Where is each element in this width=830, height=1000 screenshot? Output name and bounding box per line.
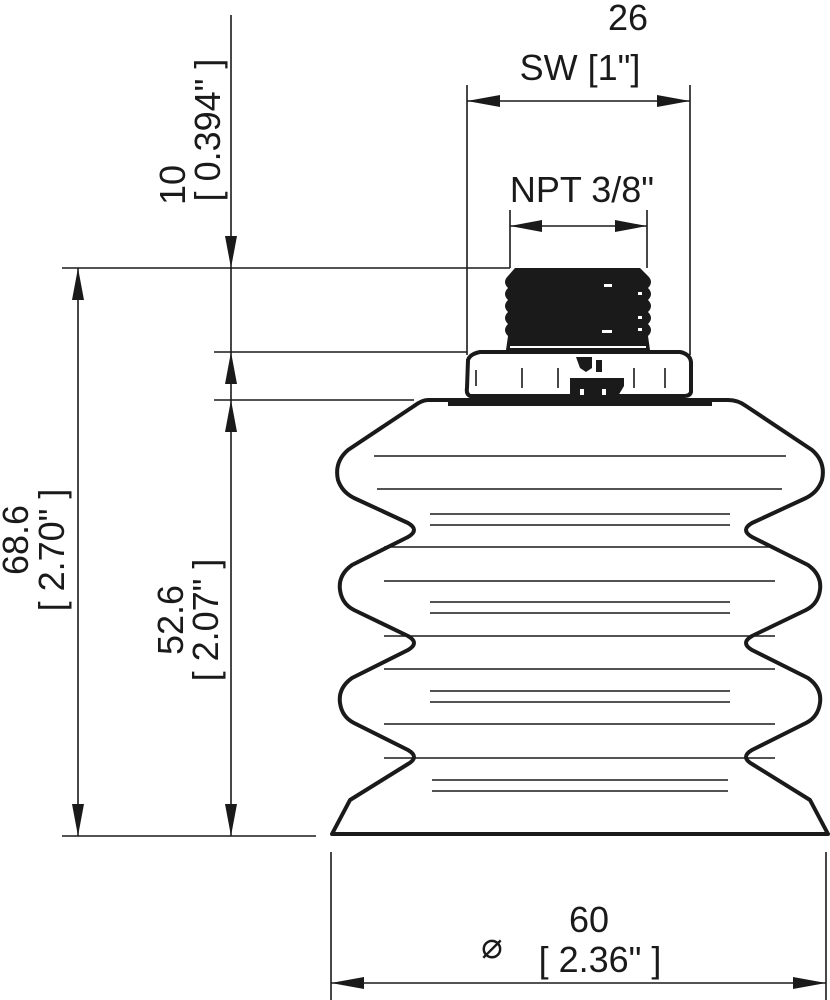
diameter-dimension: ⌀ 60 [ 2.36" ]	[330, 852, 827, 1000]
thread-dimension: NPT 3/8"	[509, 169, 654, 268]
bellows-height-inch: [ 2.07" ]	[185, 559, 226, 682]
fitting-height-dimension: 10 [ 0.394" ]	[152, 15, 237, 432]
wrench-size-value: 26	[608, 0, 648, 38]
overall-height-inch: [ 2.70" ]	[31, 489, 72, 612]
bellows-height-dimension: 52.6 [ 2.07" ]	[150, 400, 237, 836]
bellows-body	[330, 398, 830, 836]
wrench-size-dimension: 26 SW [1"]	[466, 0, 691, 355]
thread-label: NPT 3/8"	[510, 169, 654, 210]
hex-flange	[464, 350, 693, 398]
fitting-height-value: 10	[152, 165, 193, 205]
diameter-symbol: ⌀	[481, 925, 503, 966]
bellows-height-value: 52.6	[150, 585, 191, 655]
fitting-height-inch: [ 0.394" ]	[187, 59, 228, 202]
threaded-nipple	[505, 268, 651, 350]
overall-height-dimension: 68.6 [ 2.70" ]	[0, 268, 84, 836]
diameter-inch: [ 2.36" ]	[539, 939, 662, 980]
overall-height-value: 68.6	[0, 505, 36, 575]
diameter-value: 60	[569, 899, 609, 940]
wrench-size-label: SW [1"]	[520, 47, 641, 88]
